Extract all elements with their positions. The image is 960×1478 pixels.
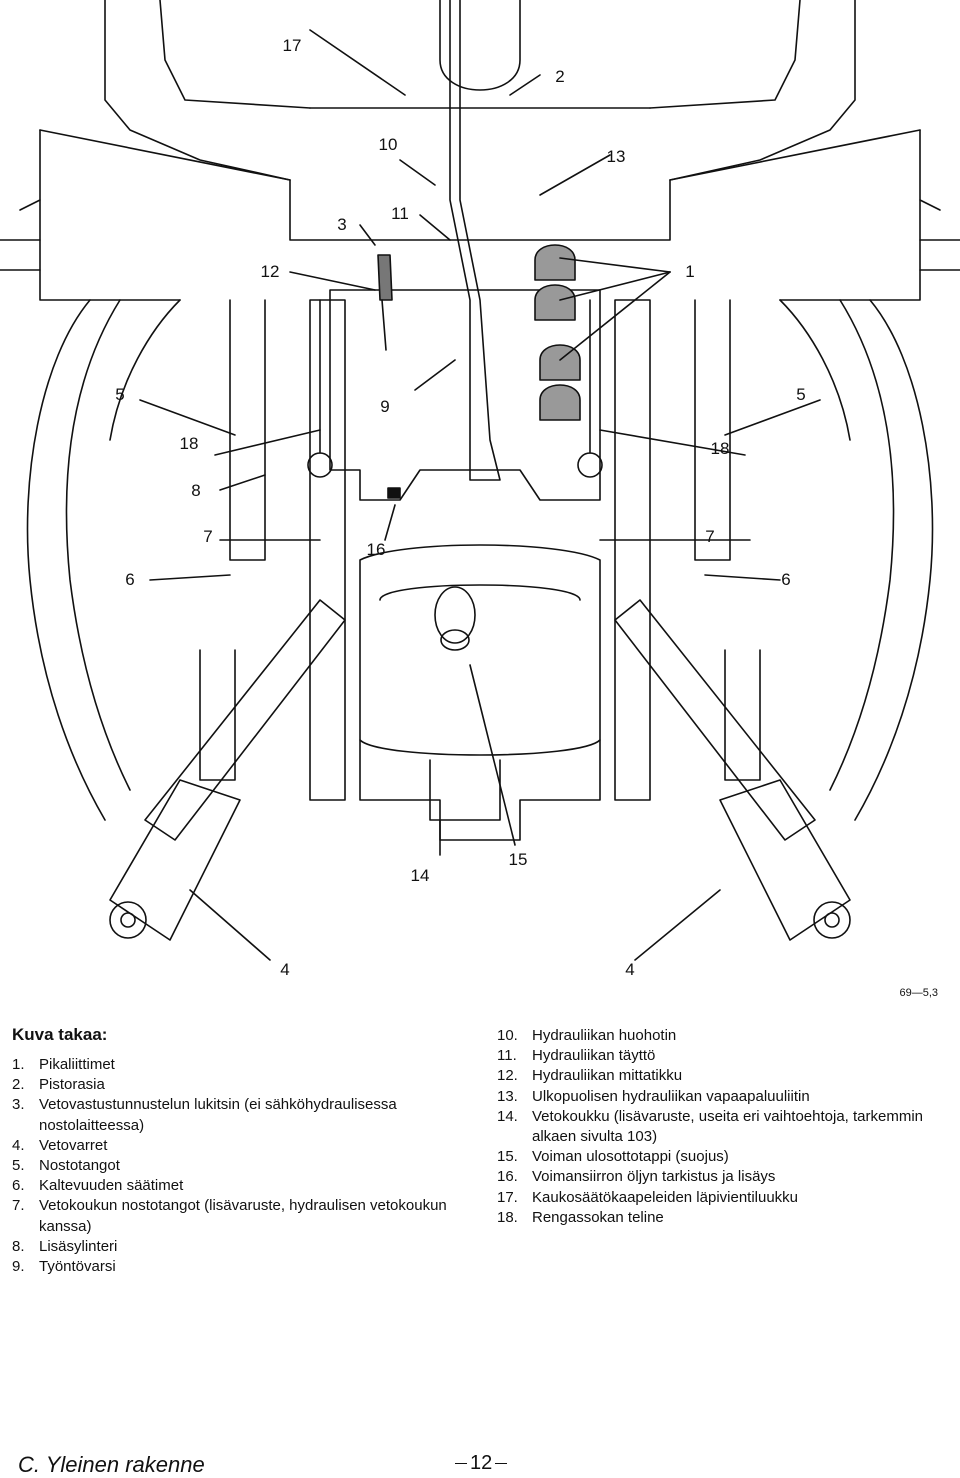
legend-text: Pistorasia — [39, 1076, 105, 1094]
legend-item: 16. Voimansiirron öljyn tarkistus ja lisä… — [497, 1167, 942, 1187]
tractor-rear-drawing — [0, 0, 960, 961]
callout-3: 3 — [337, 215, 347, 234]
footer-section-title: C. Yleinen rakenne — [18, 1452, 205, 1477]
legend-item: 4. Vetovarret — [12, 1136, 477, 1156]
legend-item: 1. Pikaliittimet — [12, 1055, 477, 1075]
legend-num: 3. — [12, 1096, 25, 1114]
figure-code: 69—5,3 — [899, 987, 938, 999]
legend-text: Vetokoukku (lisävaruste, useita eri vaih… — [532, 1107, 924, 1146]
legend-left-list: 1. Pikaliittimet 2. Pistorasia 3. Vetovastu… — [12, 1055, 477, 1277]
page-number: 12 — [470, 1452, 493, 1474]
dash-right — [495, 1462, 508, 1465]
legend-item: 3. Vetovastustunnustelun lukitsin (ei säh… — [12, 1095, 477, 1135]
callout-18-left: 18 — [179, 434, 199, 453]
legend-item: 7. Vetokoukun nostotangot (lisävaruste, h… — [12, 1196, 477, 1236]
caption-title: Kuva takaa: — [12, 1025, 108, 1044]
legend-text: Vetovarret — [39, 1136, 108, 1154]
callout-4-right: 4 — [625, 960, 635, 979]
legend-item: 5. Nostotangot — [12, 1156, 477, 1176]
legend-num: 11. — [497, 1047, 517, 1065]
callout-14: 14 — [410, 866, 430, 885]
legend-num: 14. — [497, 1107, 518, 1125]
callout-8: 8 — [191, 481, 201, 500]
legend-num: 8. — [12, 1237, 25, 1255]
legend-text: Hydrauliikan mittatikku — [532, 1067, 683, 1085]
legend-text: Rengassokan teline — [532, 1208, 664, 1226]
legend-item: 15. Voiman ulosottotappi (suojus) — [497, 1147, 942, 1167]
callout-4-left: 4 — [280, 960, 290, 979]
legend-item: 14. Vetokoukku (lisävaruste, useita eri v… — [497, 1107, 942, 1147]
callout-1: 1 — [685, 262, 695, 281]
legend-num: 7. — [12, 1197, 25, 1215]
callout-9: 9 — [380, 397, 390, 416]
callout-6-right: 6 — [781, 570, 791, 589]
legend-num: 15. — [497, 1148, 518, 1166]
legend-text: Kaukosäätökaapeleiden läpivientiluukku — [532, 1188, 799, 1206]
legend-item: 13. Ulkopuolisen hydrauliikan vapaapaluul… — [497, 1087, 942, 1107]
callout-2: 2 — [555, 67, 565, 86]
legend-num: 18. — [497, 1208, 518, 1226]
legend-num: 5. — [12, 1157, 25, 1175]
legend-num: 4. — [12, 1136, 25, 1154]
legend-right-list: 10. Hydrauliikan huohotin 11. Hydrauliikan… — [497, 1026, 942, 1228]
legend-text: Kaltevuuden säätimet — [39, 1177, 184, 1195]
callout-18-right: 18 — [710, 439, 730, 458]
legend-num: 2. — [12, 1076, 25, 1094]
legend-item: 9. Työntövarsi — [12, 1257, 477, 1277]
callout-7-right: 7 — [705, 527, 715, 546]
legend-num: 13. — [497, 1087, 518, 1105]
legend-text: Voiman ulosottotappi (suojus) — [532, 1148, 729, 1166]
callout-15: 15 — [508, 850, 528, 869]
legend-text: Hydrauliikan huohotin — [532, 1027, 677, 1044]
callout-12: 12 — [260, 262, 280, 281]
callout-17: 17 — [282, 36, 302, 55]
legend-item: 18. Rengassokan teline — [497, 1208, 942, 1228]
legend-item: 10. Hydrauliikan huohotin — [497, 1026, 942, 1046]
legend-item: 17. Kaukosäätökaapeleiden läpivientiluukk… — [497, 1188, 942, 1208]
legend-text: Vetokoukun nostotangot (lisävaruste, hyd… — [39, 1197, 447, 1235]
callout-10: 10 — [378, 135, 398, 154]
legend-text: Voimansiirron öljyn tarkistus ja lisäys — [532, 1168, 776, 1186]
callout-7-left: 7 — [203, 527, 213, 546]
legend-text: Nostotangot — [39, 1157, 120, 1175]
legend-item: 12. Hydrauliikan mittatikku — [497, 1066, 942, 1086]
callout-16: 16 — [366, 540, 386, 559]
dash-left — [455, 1462, 467, 1465]
legend-text: Vetovastustunnustelun lukitsin (ei sähkö… — [39, 1096, 397, 1134]
legend-item: 6. Kaltevuuden säätimet — [12, 1176, 477, 1196]
legend-num: 6. — [12, 1177, 25, 1195]
legend-num: 12. — [497, 1067, 518, 1085]
legend-num: 9. — [12, 1258, 25, 1276]
callout-11: 11 — [391, 204, 409, 223]
tractor-rear-figure: 17 2 10 13 3 11 12 1 5 9 5 18 18 8 7 16 … — [0, 0, 960, 999]
legend-item: 8. Lisäsylinteri — [12, 1237, 477, 1257]
callout-5-left: 5 — [115, 385, 125, 404]
callout-5-right: 5 — [796, 385, 806, 404]
legend-item: 11. Hydrauliikan täyttö — [497, 1046, 942, 1066]
legend-text: Työntövarsi — [39, 1258, 116, 1276]
legend-num: 17. — [497, 1188, 518, 1206]
legend-item: 2. Pistorasia — [12, 1075, 477, 1095]
legend-num: 10. — [497, 1027, 518, 1044]
legend-text: Pikaliittimet — [39, 1056, 115, 1073]
callout-6-left: 6 — [125, 570, 135, 589]
legend-text: Lisäsylinteri — [39, 1237, 118, 1255]
legend-text: Ulkopuolisen hydrauliikan vapaapaluuliit… — [532, 1087, 810, 1105]
legend-num: 1. — [12, 1056, 25, 1073]
legend-num: 16. — [497, 1168, 518, 1186]
footer-page-number: 12 — [452, 1452, 510, 1475]
callout-13: 13 — [606, 147, 626, 166]
legend-text: Hydrauliikan täyttö — [532, 1047, 656, 1065]
